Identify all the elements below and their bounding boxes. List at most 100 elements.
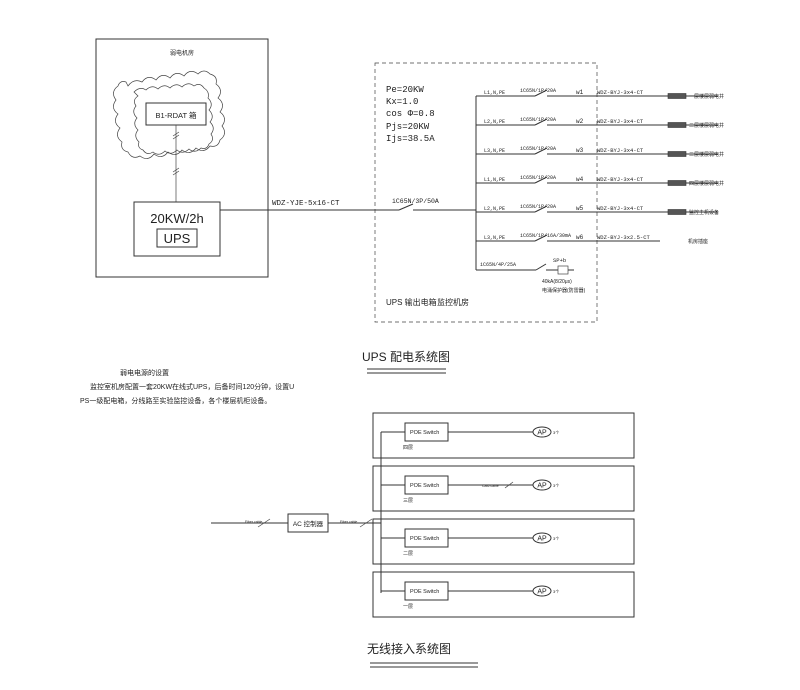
circuit-id: w5 <box>576 205 584 212</box>
circuit-w5: L2,N,PE iC65N/1P/20A w5 WDZ-BYJ-3x4-CT 监控主机设… <box>476 204 719 216</box>
circuit-phase: L2,N,PE <box>484 119 505 125</box>
main-breaker-symbol <box>398 203 414 211</box>
panel-param-1: Kx=1.0 <box>386 97 418 107</box>
weak-current-room-box <box>95 38 269 278</box>
floor-box <box>372 412 635 459</box>
circuit-id: w6 <box>576 234 584 241</box>
circuit-cable: WDZ-BYJ-3x2.5-CT <box>597 234 651 241</box>
circuit-breaker: iC65N/1P/20A <box>520 117 556 123</box>
circuit-breaker: iC65N/1P/20A <box>520 175 556 181</box>
rack-cloud-outline <box>113 70 225 159</box>
circuit-load-marker <box>667 180 687 186</box>
circuit-phase: L1,N,PE <box>484 177 505 183</box>
ups-label: UPS <box>164 231 191 246</box>
link-mark-lower <box>172 167 180 176</box>
circuit-load-marker <box>667 93 687 99</box>
circuit-breaker-symbol <box>534 118 548 126</box>
feeder-cable-label: WDZ-YJE-5x16-CT <box>272 200 340 208</box>
circuit-breaker-symbol <box>534 89 548 97</box>
ap-count: 3个 <box>553 430 559 435</box>
ap-symbol <box>532 426 552 438</box>
circuit-cable: WDZ-BYJ-3x4-CT <box>597 118 644 125</box>
circuit-breaker-symbol <box>534 205 548 213</box>
spd-breaker-symbol <box>535 263 547 271</box>
ups-box <box>133 201 221 257</box>
spd-device <box>557 265 569 275</box>
spd-breaker-label: iC65N/4P/25A <box>480 262 516 268</box>
wireless-diagram-title: 无线接入系统图 <box>367 641 451 656</box>
power-notes: 弱电电源的设置 监控室机房配置一套20KW在线式UPS，后备时间120分钟，设置… <box>80 368 294 405</box>
ups-output-panel-box <box>374 62 598 323</box>
circuit-load-marker <box>667 209 687 215</box>
ap-count: 3个 <box>553 536 559 541</box>
ups-diagram-title: UPS 配电系统图 <box>362 350 450 364</box>
circuit-id: w3 <box>576 147 584 154</box>
circuit-phase: L3,N,PE <box>484 235 505 241</box>
panel-param-3: Pjs=20KW <box>386 122 430 132</box>
floor-label: 一层 <box>403 604 413 610</box>
floor-link-label: Cat6 cable <box>482 484 499 488</box>
circuit-load-marker <box>667 151 687 157</box>
circuit-phase: L3,N,PE <box>484 148 505 154</box>
incoming-link-label: Fiber cable <box>245 520 262 524</box>
circuit-breaker-symbol <box>534 147 548 155</box>
ap-count: 3个 <box>553 483 559 488</box>
circuit-phase: L1,N,PE <box>484 90 505 96</box>
poe-switch-label: POE Switch <box>410 430 439 436</box>
floor-box <box>372 518 635 565</box>
circuit-cable: WDZ-BYJ-3x4-CT <box>597 205 644 212</box>
ac-controller-label: AC 控制器 <box>293 519 324 528</box>
panel-param-0: Pe=20KW <box>386 85 424 95</box>
circuit-breaker: iC65N/1P/20A <box>520 204 556 210</box>
circuit-phase: L2,N,PE <box>484 206 505 212</box>
circuit-id: w2 <box>576 118 584 125</box>
circuit-breaker: iC65N/1P/20A <box>520 88 556 94</box>
circuit-breaker: iC65N/1P/16A/30mA <box>520 233 571 239</box>
circuit-load: 机房插座 <box>688 238 708 245</box>
circuit-id: w4 <box>576 176 584 183</box>
circuit-id: w1 <box>576 89 584 96</box>
ups-rating: 20KW/2h <box>150 211 203 226</box>
ap-label: AP <box>537 483 547 490</box>
room-label: 弱电机房 <box>170 49 194 57</box>
ap-label: AP <box>537 430 547 437</box>
ap-symbol <box>532 479 552 491</box>
circuit-load: 监控主机设备 <box>689 209 719 216</box>
notes-heading: 弱电电源的设置 <box>120 368 169 377</box>
circuit-cable: WDZ-BYJ-3x4-CT <box>597 89 644 96</box>
circuit-breaker-symbol <box>534 234 548 242</box>
main-breaker-label: iC65N/3P/50A <box>392 198 439 205</box>
panel-param-4: Ijs=38.5A <box>386 134 435 144</box>
circuit-breaker: iC65N/1P/20A <box>520 146 556 152</box>
spd-rating: 40kA(8/20μs) <box>542 279 572 285</box>
poe-switch-label: POE Switch <box>410 536 439 542</box>
notes-line-1: 监控室机房配置一套20KW在线式UPS，后备时间120分钟，设置U <box>90 382 294 391</box>
circuit-load: 一层楼层弱电井 <box>689 93 724 100</box>
circuit-w1: L1,N,PE iC65N/1P/20A w1 WDZ-BYJ-3x4-CT 一层楼层弱… <box>476 88 724 100</box>
ap-label: AP <box>537 536 547 543</box>
panel-param-2: cos Φ=0.8 <box>386 109 435 119</box>
spd-note: 电涌保护器(防雷器) <box>542 287 586 294</box>
ap-count: 3个 <box>553 589 559 594</box>
floor-label: 二层 <box>403 551 413 557</box>
circuit-cable: WDZ-BYJ-3x4-CT <box>597 147 644 154</box>
link-mark-upper <box>172 131 180 140</box>
circuit-cable: WDZ-BYJ-3x4-CT <box>597 176 644 183</box>
mid-link-label: Fiber cable <box>340 520 357 524</box>
circuit-load-marker <box>667 122 687 128</box>
ap-label: AP <box>537 589 547 596</box>
panel-location: 监控机房 <box>437 297 469 307</box>
spd-code: SP+b <box>553 257 566 264</box>
poe-switch-label: POE Switch <box>410 589 439 595</box>
rack-label: B1-RDAT 箱 <box>156 110 197 120</box>
notes-line-2: PS一级配电箱，分线路至实验监控设备，各个楼层机柜设备。 <box>80 396 271 405</box>
